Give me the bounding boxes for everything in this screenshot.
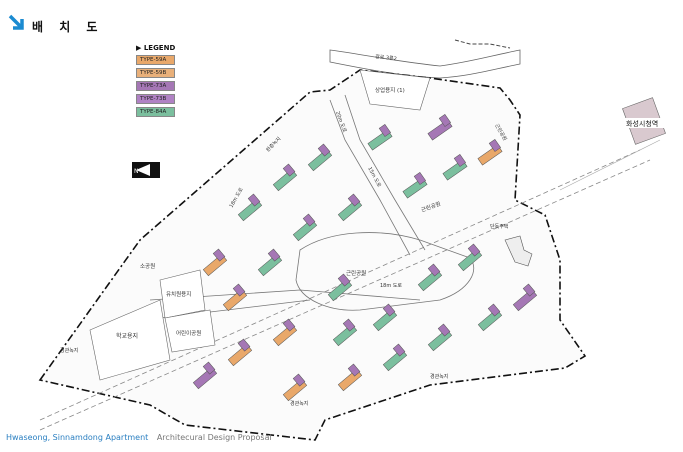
apartment-building: [337, 363, 363, 392]
north-arrow-icon: N: [132, 162, 160, 178]
city-hall-label: 화성시청역: [626, 119, 658, 128]
road-label-18m-b: 18m 도로: [380, 283, 402, 289]
apartment-building: [257, 248, 283, 277]
svg-text:N: N: [134, 168, 139, 175]
apartment-building: [202, 248, 228, 277]
apartment-building: [327, 273, 353, 302]
apartment-building: [457, 243, 483, 272]
apartment-building: [512, 283, 538, 312]
road-label-top: 광로 3류2: [375, 53, 397, 62]
apartment-building: [477, 303, 503, 332]
apartment-building: [292, 213, 318, 242]
apartment-building: [337, 193, 363, 222]
green-label-3: 경관녹지: [430, 373, 448, 380]
school-label: 학교용지: [116, 332, 138, 340]
small-park-label: 소공원: [140, 262, 155, 270]
apartment-building: [372, 303, 398, 332]
apartment-building: [477, 139, 503, 166]
footer-subtitle: Architecural Design Proposal: [156, 433, 272, 442]
detached-housing-building: [504, 235, 533, 267]
apartment-building: [192, 361, 218, 390]
complex-label: 단독주택: [490, 223, 509, 230]
apartment-building: [272, 318, 298, 347]
city-hall-label-bg: [624, 118, 666, 128]
internal-road-loop: [295, 232, 475, 311]
arrow-icon: [8, 14, 24, 30]
welfare-parcel: [164, 309, 216, 353]
apartment-building: [382, 343, 408, 372]
kinder-label: 유치원용지: [166, 290, 191, 298]
apartment-building: [227, 338, 253, 367]
apartment-building: [307, 143, 333, 172]
legend-item-59a: TYPE-59A: [136, 55, 175, 65]
footer-title: Hwaseong, Sinnamdong Apartment: [6, 433, 149, 442]
buildings-group: [192, 114, 538, 402]
legend-item-59b: TYPE-59B: [136, 68, 175, 78]
apartment-building: [272, 163, 298, 192]
apartment-building: [282, 373, 308, 402]
green-label-4: 경관녹지: [290, 400, 308, 407]
welfare-label: 어린이공원: [176, 329, 201, 337]
legend: ▶ LEGEND TYPE-59A TYPE-59B TYPE-73A TYPE…: [136, 44, 175, 120]
page-title: 배 치 도: [32, 20, 104, 34]
legend-title: ▶ LEGEND: [136, 44, 176, 52]
kinder-parcel: [159, 269, 206, 319]
apartment-building: [427, 114, 453, 141]
shop-parcel: [359, 69, 431, 111]
legend-item-73b: TYPE-73B: [136, 94, 175, 104]
legend-item-73a: TYPE-73A: [136, 81, 175, 91]
site-boundary: [38, 69, 587, 441]
legend-item-84a: TYPE-84A: [136, 107, 175, 117]
apartment-building: [442, 154, 468, 181]
apartment-building: [222, 283, 248, 312]
footer: Hwaseong, Sinnamdong Apartment Architecu…: [6, 433, 272, 442]
park-label-1: 근린공원: [346, 269, 366, 277]
apartment-building: [367, 124, 393, 151]
apartment-building: [237, 193, 263, 222]
green-label-2: 경관녹지: [60, 347, 78, 354]
school-parcel: [89, 299, 171, 381]
apartment-building: [417, 263, 443, 292]
apartment-building: [332, 318, 358, 347]
apartment-building: [402, 172, 428, 199]
apartment-building: [427, 323, 453, 352]
shop-label: 상업용지 (1): [375, 86, 405, 94]
